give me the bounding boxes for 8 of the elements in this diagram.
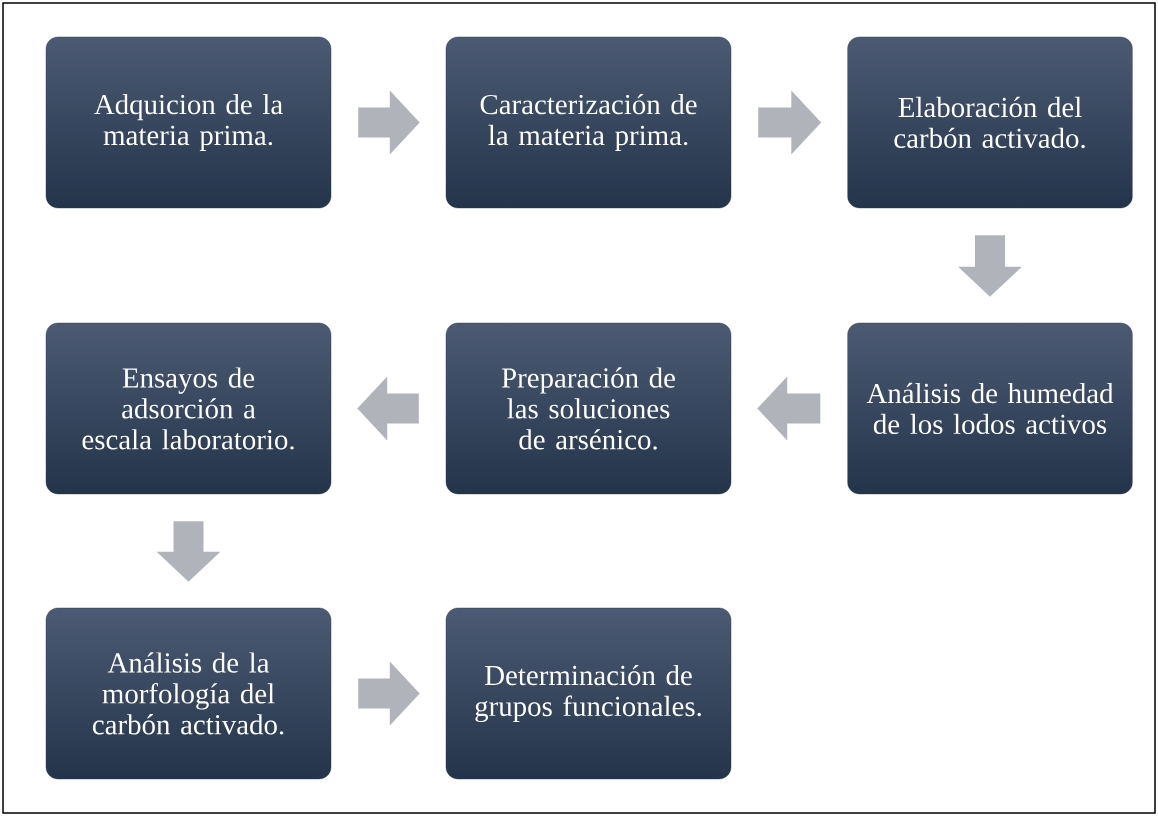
process-box: Preparación de las soluciones de arsénico. — [445, 322, 732, 495]
process-box: Elaboración del carbón activado. — [847, 36, 1133, 209]
process-box: Adquicion de la materia prima. — [45, 36, 332, 209]
process-box: Análisis de humedad de los lodos activos — [847, 322, 1133, 495]
process-box: Ensayos de adsorción a escala laboratorio. — [45, 322, 332, 495]
process-box: Análisis de la morfología del carbón activado. — [45, 607, 332, 780]
process-box: Determinación de grupos funcionales. — [445, 607, 732, 780]
process-box: Caracterización de la materia prima. — [445, 36, 732, 209]
